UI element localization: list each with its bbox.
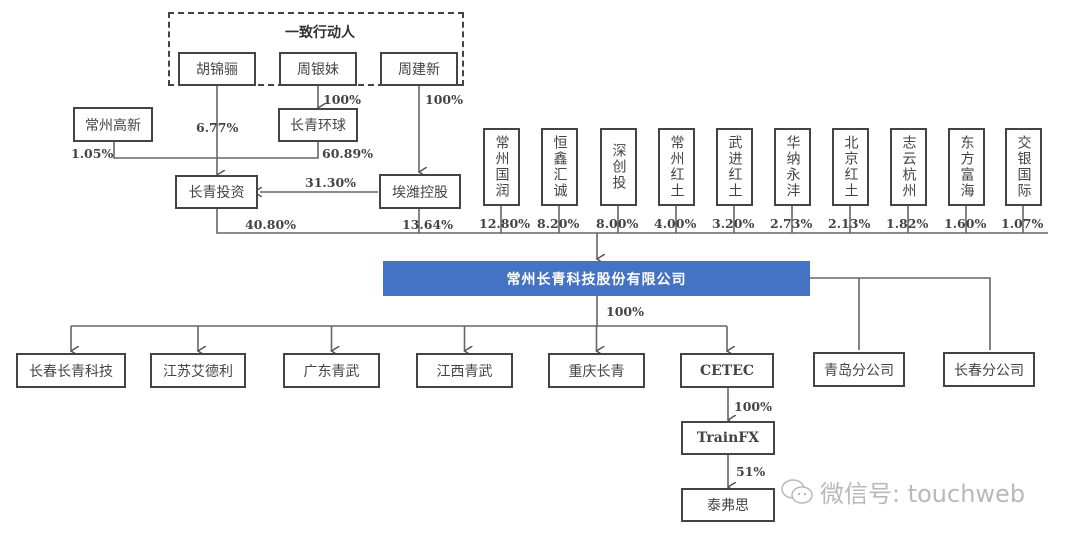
pct-investor: 8.20%: [537, 216, 580, 231]
watermark-text: 微信号: touchweb: [820, 480, 1026, 508]
node-changqing-huanqiu: 长青环球: [278, 108, 358, 142]
concert-party-title: 一致行动人: [285, 25, 355, 41]
node-subsidiary: 广东青武: [283, 353, 380, 388]
node-branch-changchun: 长春分公司: [943, 352, 1035, 387]
node-hujinli: 胡锦骊: [178, 52, 256, 86]
node-investor: 华纳永沣: [774, 128, 811, 206]
node-zhouyinmei: 周银妹: [279, 52, 357, 86]
pct-huanqiu-touzi: 60.89%: [322, 146, 374, 161]
node-subsidiary: 重庆长青: [548, 353, 645, 388]
pct-investor: 4.00%: [654, 216, 697, 231]
pct-hujinli-touzi: 6.77%: [196, 120, 239, 135]
pct-trainfx-taifusi: 51%: [736, 464, 766, 479]
node-taifusi: 泰弗思: [681, 488, 775, 522]
edge-main-branch-1: [810, 277, 991, 350]
node-investor: 常州国润: [483, 128, 520, 206]
node-subsidiary: 长春长青科技: [16, 353, 126, 388]
pct-investor: 12.80%: [479, 216, 531, 231]
pct-investor: 2.13%: [828, 216, 871, 231]
edge-touzi-bus: [216, 208, 1048, 234]
node-subsidiary: 江苏艾德利: [150, 353, 246, 388]
pct-investor: 3.20%: [712, 216, 755, 231]
pct-touzi-main: 40.80%: [245, 217, 297, 232]
node-investor: 武进红土: [716, 128, 753, 206]
pct-investor: 8.00%: [596, 216, 639, 231]
pct-zhoujianxin-aiwei: 100%: [425, 92, 463, 107]
main-company: 常州长青科技股份有限公司: [383, 261, 810, 296]
node-trainfx: TrainFX: [681, 421, 775, 455]
pct-main-subsidiaries: 100%: [606, 304, 644, 319]
wechat-icon: [781, 478, 813, 504]
pct-cetec-trainfx: 100%: [734, 399, 772, 414]
pct-investor: 1.07%: [1001, 216, 1044, 231]
pct-investor: 1.82%: [886, 216, 929, 231]
edge-gaoxin-touzi: [113, 142, 319, 159]
node-zhoujianxin: 周建新: [380, 52, 458, 86]
watermark: 微信号: touchweb: [780, 474, 1025, 509]
node-branch-qingdao: 青岛分公司: [813, 352, 905, 387]
pct-investor: 2.73%: [770, 216, 813, 231]
node-investor: 常州红土: [658, 128, 695, 206]
node-changqing-touzi: 长青投资: [175, 175, 258, 209]
pct-investor: 1.60%: [944, 216, 987, 231]
node-investor: 志云杭州: [890, 128, 927, 206]
node-investor: 北京红土: [832, 128, 869, 206]
node-investor: 深创投: [600, 128, 637, 206]
node-subsidiary: CETEC: [680, 353, 774, 388]
pct-zhouyinmei-huanqiu: 100%: [323, 92, 361, 107]
node-changzhou-gaoxin: 常州高新: [73, 107, 153, 142]
node-subsidiary: 江西青武: [416, 353, 513, 388]
pct-aiwei-touzi: 31.30%: [305, 175, 357, 190]
pct-aiwei-main: 13.64%: [402, 217, 454, 232]
node-investor: 恒鑫汇诚: [541, 128, 578, 206]
node-investor: 东方富海: [948, 128, 985, 206]
node-investor: 交银国际: [1005, 128, 1042, 206]
pct-gaoxin-touzi: 1.05%: [71, 146, 114, 161]
node-aiwei-konggu: 埃潍控股: [379, 174, 461, 209]
